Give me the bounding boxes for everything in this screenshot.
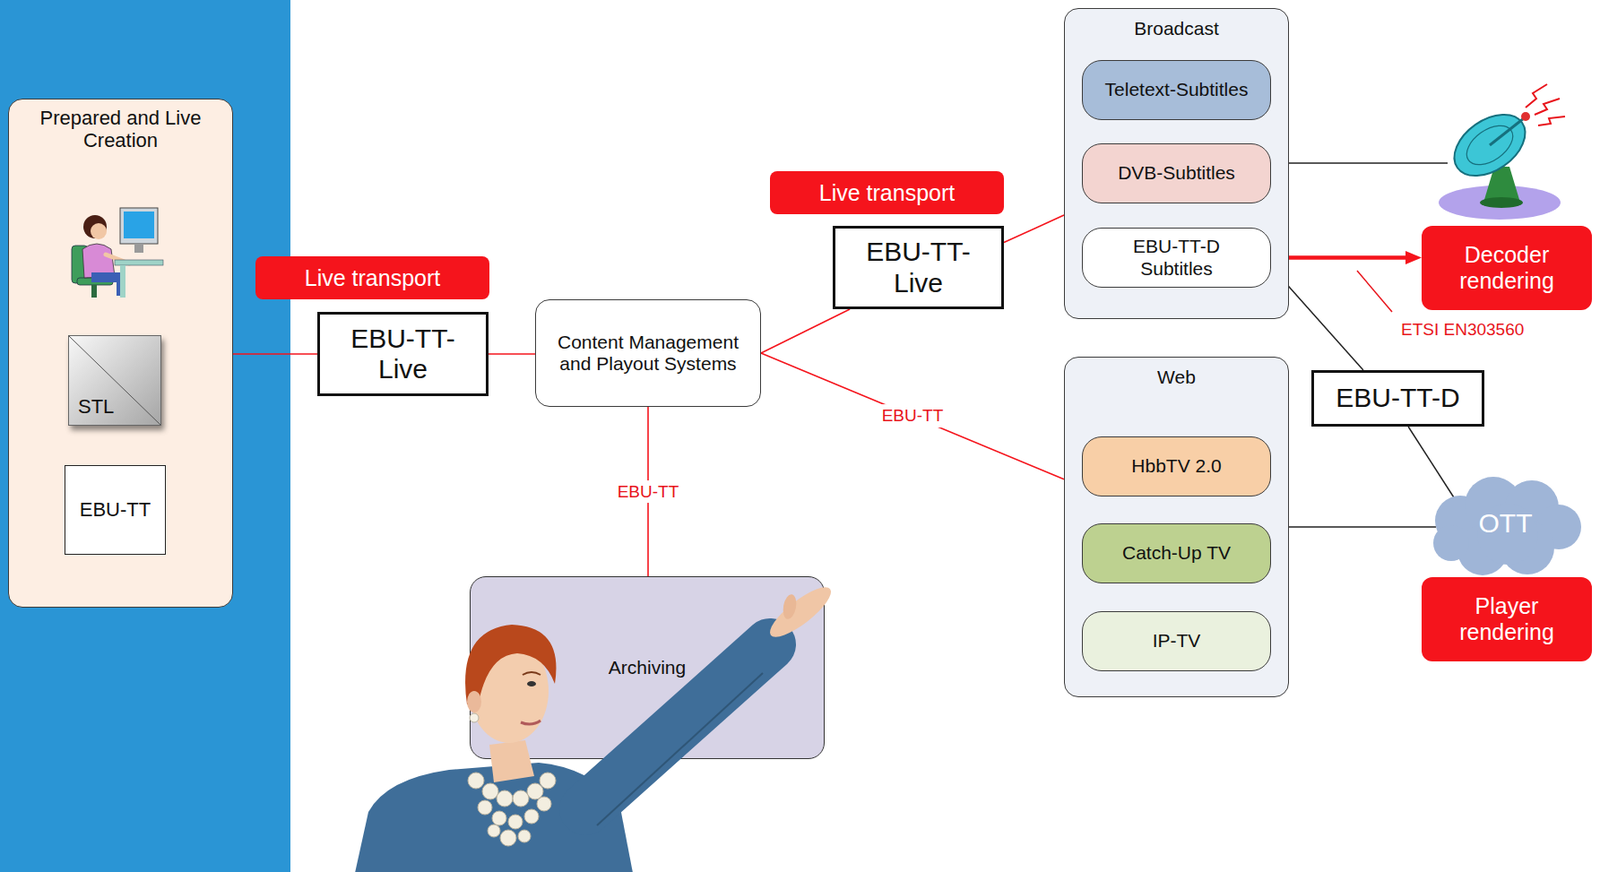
- node-label: EBU-TT-Live: [848, 236, 988, 299]
- subtitle-format-pill: HbbTV 2.0: [1081, 436, 1272, 497]
- creation-panel: Prepared and Live CreationSTL EBU-TT: [8, 98, 234, 608]
- format-box: EBU-TT-Live: [832, 225, 1004, 310]
- dish-bowl: [1443, 102, 1537, 189]
- cloud-shape: OTT: [1428, 471, 1583, 577]
- connector: [1003, 215, 1064, 243]
- connector: [1288, 526, 1436, 528]
- connector: [761, 309, 850, 354]
- format-box: EBU-TT-D: [1311, 370, 1485, 427]
- node-label: Teletext-Subtitles: [1105, 78, 1249, 101]
- format-box: EBU-TT: [64, 465, 166, 555]
- archive-box: Archiving: [469, 576, 825, 760]
- subtitle-format-pill: EBU-TT-D Subtitles: [1081, 227, 1272, 288]
- connector: [761, 353, 1064, 480]
- channel-group: WebHbbTV 2.0Catch-Up TV IP-TV: [1063, 356, 1289, 698]
- group-heading: Prepared and Live Creation: [19, 106, 222, 153]
- node-label: EBU-TT: [79, 498, 151, 521]
- channel-group: BroadcastTeletext-SubtitlesDVB-Subtitles…: [1063, 8, 1289, 320]
- connector: [488, 353, 536, 355]
- transport-tag: Live transport: [769, 171, 1004, 215]
- group-heading: Broadcast: [1075, 17, 1278, 40]
- connector: [1408, 426, 1454, 498]
- subtitle-format-pill: IP-TV: [1081, 611, 1272, 672]
- cloud-bump: [1433, 525, 1470, 562]
- dish-feed: [1521, 112, 1531, 122]
- node-label: Content Management and Playout Systems: [546, 331, 750, 375]
- dish-arm: [1489, 118, 1524, 146]
- transport-tag: Live transport: [255, 256, 490, 300]
- node-label: STL: [77, 395, 114, 418]
- diagonal-line: [69, 336, 161, 425]
- leader-line: [1357, 270, 1393, 312]
- node-label: EBU-TT-Live: [333, 323, 473, 386]
- subtitle-format-pill: DVB-Subtitles: [1081, 143, 1272, 204]
- node-label: Player rendering: [1439, 593, 1575, 646]
- rendering-box: Decoder rendering: [1421, 225, 1592, 311]
- signal-wave: [1534, 98, 1560, 115]
- format-box: EBU-TT-Live: [317, 311, 489, 397]
- rendering-box: Player rendering: [1421, 577, 1592, 662]
- dish-feed-line: [1288, 162, 1448, 165]
- cloud-bump: [1477, 503, 1539, 565]
- connector-label: EBU-TT: [876, 404, 950, 428]
- subtitle-format-pill: Teletext-Subtitles: [1081, 60, 1272, 121]
- side-band: [0, 0, 291, 872]
- satellite-dish: [1438, 84, 1566, 220]
- connector: [233, 353, 318, 355]
- node-label: EBU-TT-D: [1335, 382, 1460, 415]
- subtitle-format-pill: Catch-Up TV: [1081, 523, 1272, 584]
- stl-file-box: STL: [68, 335, 162, 426]
- node-label: Decoder rendering: [1439, 242, 1575, 295]
- node-label: IP-TV: [1152, 630, 1202, 652]
- node-label: Archiving: [608, 657, 686, 679]
- presenter-figure: [341, 556, 862, 872]
- node-label: DVB-Subtitles: [1117, 162, 1236, 184]
- node-label: Live transport: [304, 265, 441, 292]
- node-label: Live transport: [819, 180, 955, 207]
- typist-icon: [64, 202, 164, 302]
- process-box: Content Management and Playout Systems: [535, 299, 762, 407]
- connector: [1271, 255, 1415, 260]
- node-label: OTT: [1478, 508, 1533, 540]
- connector-label: EBU-TT: [612, 480, 685, 504]
- dish-foot: [1479, 197, 1523, 208]
- group-heading: Web: [1075, 366, 1278, 389]
- standard-label: ETSI EN303560: [1401, 320, 1524, 340]
- signal-wave: [1538, 116, 1566, 126]
- node-label: EBU-TT-D Subtitles: [1115, 235, 1237, 279]
- node-label: HbbTV 2.0: [1131, 455, 1221, 477]
- node-label: Catch-Up TV: [1122, 542, 1231, 564]
